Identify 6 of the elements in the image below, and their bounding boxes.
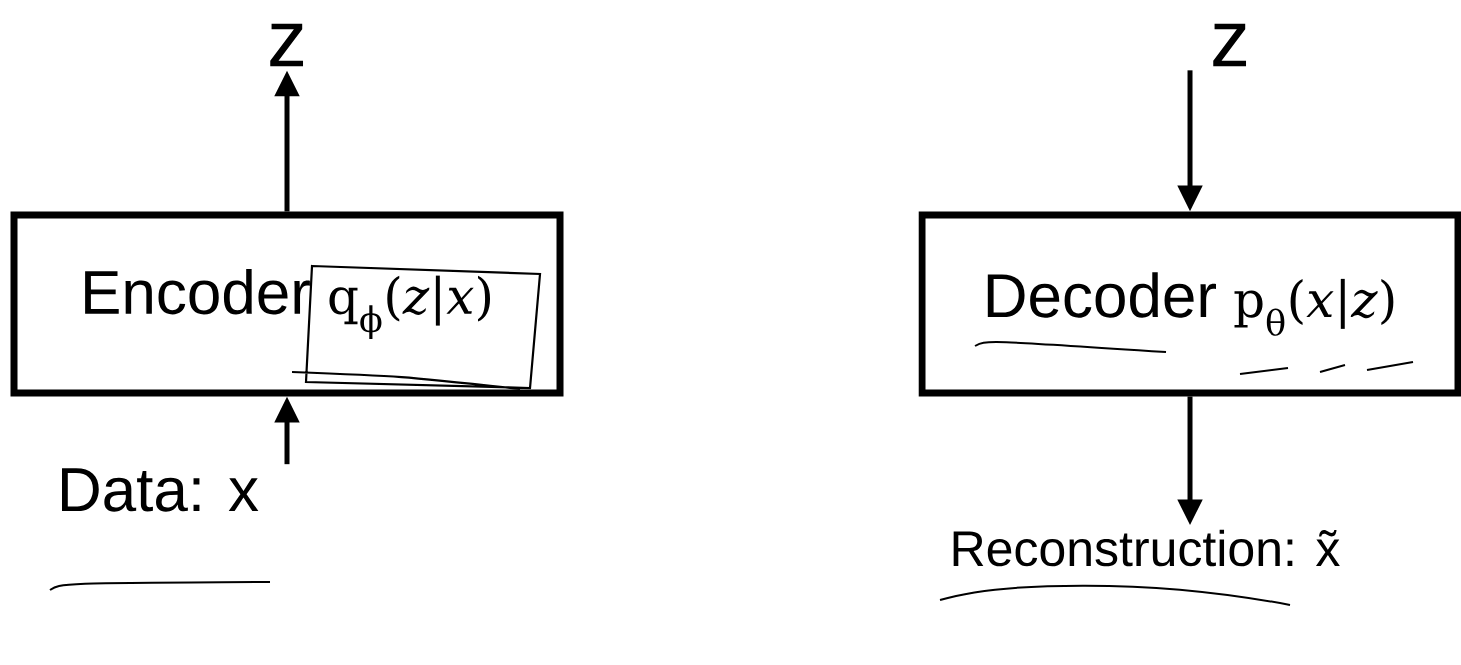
text-label: Reconstruction: x̃ (953, 529, 1340, 567)
text-label: z (270, 23, 303, 67)
process-box: Decoder p$_{θ}$(x|z) (918, 211, 1461, 397)
process-box: Encoder q$_{ϕ}$(z|x) (10, 211, 564, 397)
text-label: z (1213, 23, 1246, 67)
text-label: Data: x (62, 468, 259, 512)
